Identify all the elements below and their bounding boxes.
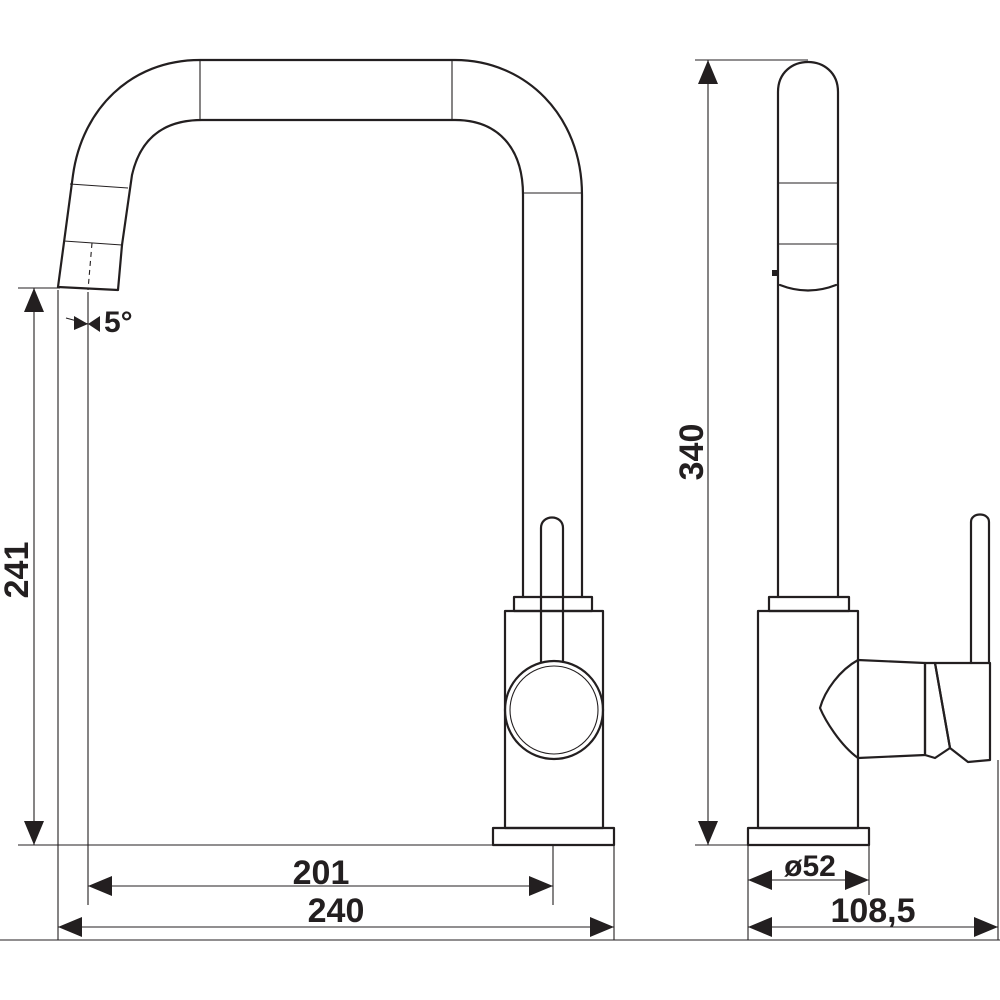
outlet-mark — [772, 270, 777, 276]
spout-segment-line — [69, 183, 129, 189]
dim-arrow — [24, 288, 44, 312]
dim-240-label: 240 — [308, 892, 365, 930]
mixer-body — [503, 609, 605, 830]
dim-arrow — [58, 917, 82, 937]
handle-knob — [503, 659, 605, 761]
dim-arrow — [974, 917, 998, 937]
body-collar — [512, 595, 594, 613]
angle-5-label: 5° — [104, 306, 133, 339]
dim-arrow — [590, 917, 614, 937]
dim-arrow — [845, 870, 869, 890]
extension-lines — [0, 59, 1000, 941]
side-handle-lever — [969, 513, 991, 665]
spout-tip — [56, 243, 124, 292]
angle-arrow — [88, 316, 100, 332]
side-base-plate — [746, 826, 871, 847]
angle-arrow — [74, 316, 88, 330]
dim-arrow — [24, 821, 44, 845]
side-body — [756, 609, 860, 830]
dim-108-label: 108,5 — [830, 892, 915, 930]
dim-arrow — [748, 917, 772, 937]
handle-knob-inner — [509, 665, 599, 755]
dim-arrow — [698, 821, 718, 845]
aerator-outlet — [778, 283, 838, 292]
dim-201-label: 201 — [293, 854, 350, 892]
side-collar — [767, 595, 851, 613]
dim-340-label: 340 — [673, 424, 711, 481]
dimension-labels: 241 340 201 240 ø52 108,5 5° — [0, 306, 916, 930]
aerator-centerline — [87, 242, 93, 291]
spout-outer-contour — [56, 58, 584, 599]
dim-arrow — [88, 876, 112, 896]
dim-arrow — [698, 60, 718, 84]
front-view — [56, 58, 616, 847]
dim-arrow — [529, 876, 553, 896]
riser-tube — [776, 60, 840, 599]
handle-lever — [539, 516, 565, 664]
side-view — [746, 60, 992, 847]
side-lever-cap — [923, 661, 952, 760]
spout-inner-contour — [120, 118, 525, 599]
spout-segment-line — [63, 240, 123, 246]
dim-52-label: ø52 — [784, 850, 836, 883]
dim-arrow — [748, 870, 772, 890]
side-lever-connector — [818, 658, 927, 760]
side-handle-block — [933, 661, 992, 764]
dimension-lines — [24, 60, 998, 937]
dim-241-label: 241 — [0, 542, 36, 599]
base-plate — [491, 826, 616, 847]
